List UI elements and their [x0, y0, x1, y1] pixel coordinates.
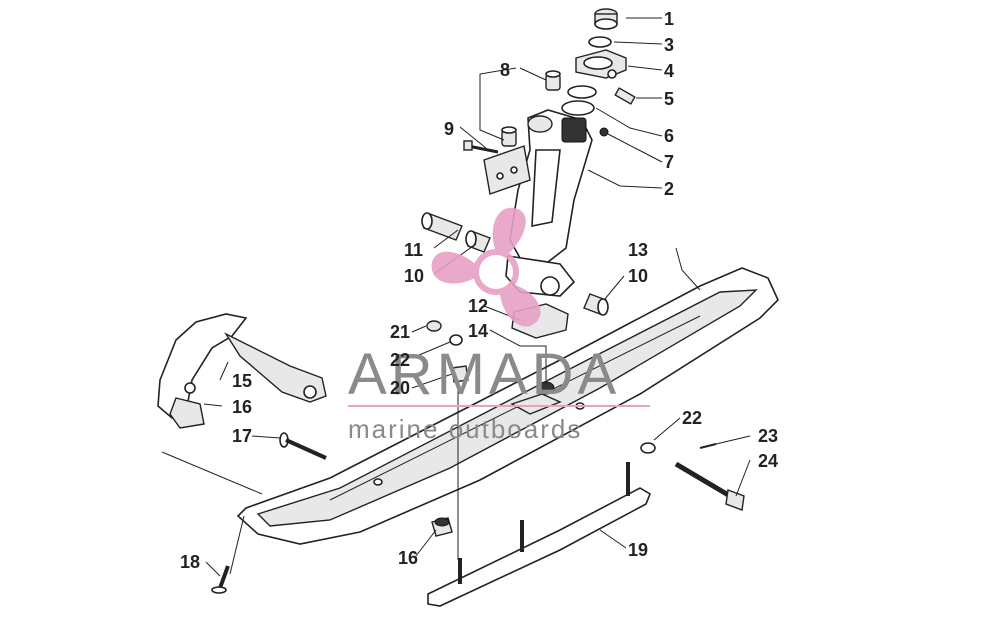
spindle: [505, 109, 593, 297]
callout-6: 6: [664, 126, 674, 146]
washer-lower: [561, 100, 595, 116]
callout-10-left: 10: [404, 266, 424, 286]
bolt-17: [279, 432, 327, 460]
washer-upper: [567, 85, 597, 99]
callout-1: 1: [664, 9, 674, 29]
grease-fitting: [599, 127, 609, 137]
callout-22-left: 22: [390, 350, 410, 370]
callout-4: 4: [664, 61, 674, 81]
cotter-pin-23: [699, 443, 717, 449]
watermark-tagline: marine outboards: [348, 414, 582, 444]
nut-16: [431, 517, 453, 537]
callout-14: 14: [468, 321, 488, 341]
nut-20: [451, 365, 469, 383]
callout-21: 21: [390, 322, 410, 342]
callout-23: 23: [758, 426, 778, 446]
callout-3: 3: [664, 35, 674, 55]
steering-arm-clamp: [575, 49, 627, 79]
clamp-bolt: [614, 87, 636, 105]
o-ring: [588, 36, 612, 48]
watermark-brand: ARMADA: [348, 342, 620, 407]
callout-22-right: 22: [682, 408, 702, 428]
callout-16-bottom: 16: [398, 548, 418, 568]
callout-8: 8: [500, 60, 510, 80]
cap-plug: [594, 8, 618, 30]
callout-13: 13: [628, 240, 648, 260]
callout-2: 2: [664, 179, 674, 199]
propeller-logo: [431, 207, 541, 327]
callout-20: 20: [390, 378, 410, 398]
callout-18: 18: [180, 552, 200, 572]
leader-lines: [161, 17, 751, 577]
callout-19: 19: [628, 540, 648, 560]
bushing-upper: [545, 70, 561, 91]
bolt-24: [674, 461, 745, 511]
loop-mount-16: [169, 382, 205, 429]
bushing-mid: [501, 126, 517, 147]
short-bushing-left: [465, 230, 491, 253]
wear-bar: [427, 462, 651, 607]
callout-12: 12: [468, 296, 488, 316]
long-bushing: [421, 212, 463, 241]
callout-24: 24: [758, 451, 778, 471]
armada-watermark: ARMADA marine outboards: [348, 207, 650, 444]
washer-22-left: [449, 334, 463, 346]
callout-9: 9: [444, 119, 454, 139]
bracket-bolt: [463, 140, 499, 154]
ski-loop: [157, 313, 327, 419]
callout-16-top: 16: [232, 397, 252, 417]
callout-17: 17: [232, 426, 252, 446]
bracket-plate: [483, 145, 531, 195]
callout-5: 5: [664, 89, 674, 109]
short-bushing-right: [583, 293, 609, 316]
nut-21: [426, 320, 442, 332]
screw-18: [211, 565, 230, 594]
washer-22-right: [640, 442, 656, 454]
callout-11: 11: [404, 240, 423, 260]
callout-7: 7: [664, 152, 674, 172]
callout-labels: 1 3 4 5 6 7 2 8 9 11 10 10 13 12 14 21 2…: [180, 9, 778, 572]
callout-10-right: 10: [628, 266, 648, 286]
nut-14: [537, 381, 555, 395]
callout-15: 15: [232, 371, 252, 391]
